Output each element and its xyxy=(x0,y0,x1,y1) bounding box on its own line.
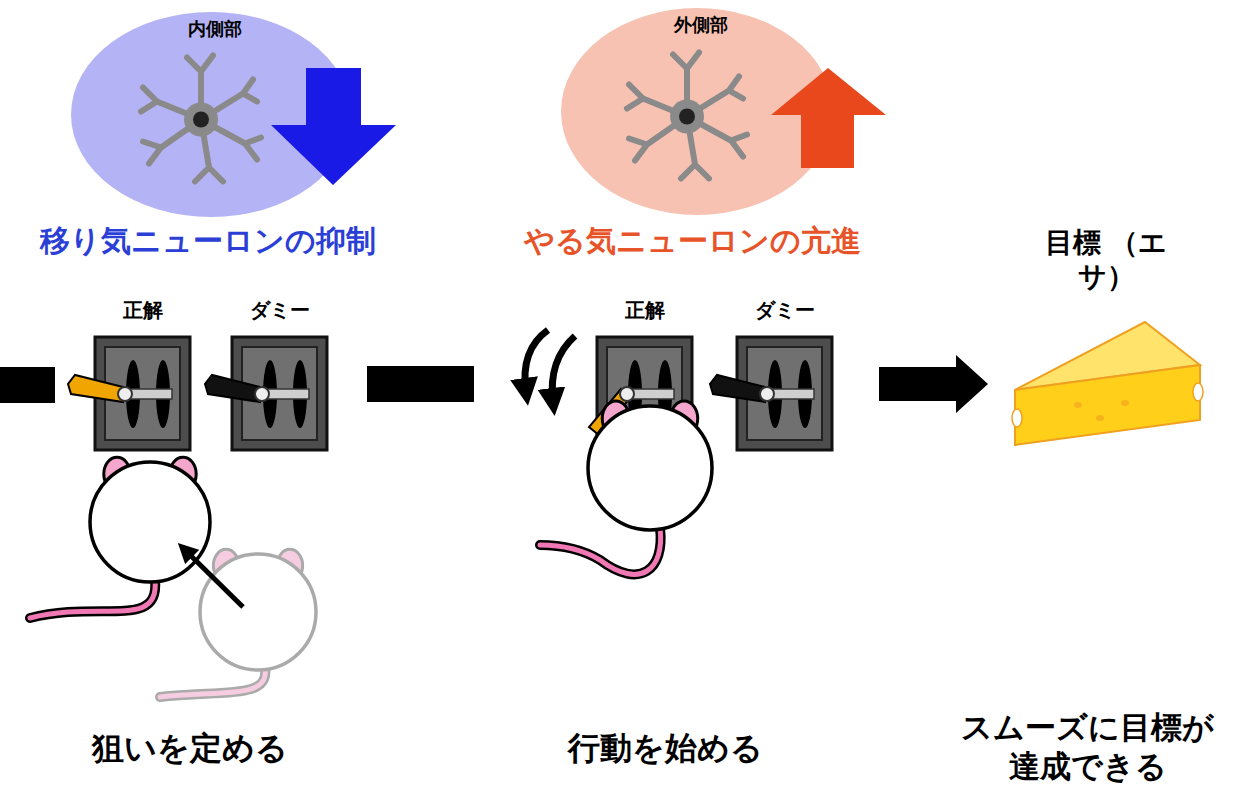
rat xyxy=(30,457,210,618)
decrease-arrow xyxy=(271,68,396,185)
pivot xyxy=(118,387,132,401)
lever-box xyxy=(205,337,327,450)
caption-label: スムーズに目標が達成できる xyxy=(950,708,1225,786)
neuron xyxy=(627,53,747,179)
node-text: 外側部 xyxy=(561,8,841,36)
move-arrow xyxy=(185,550,243,607)
tail-outline xyxy=(30,580,155,618)
node-text: 正解 xyxy=(593,298,696,322)
region-outline xyxy=(71,12,351,217)
soma xyxy=(670,100,704,134)
pivot xyxy=(620,387,634,401)
input-bar xyxy=(0,367,55,403)
lever-boxes xyxy=(68,337,832,450)
cheese xyxy=(1012,322,1203,445)
lever-arm xyxy=(710,375,765,402)
pivot xyxy=(255,387,269,401)
rat-body xyxy=(588,406,712,530)
node-text: 正解 xyxy=(91,298,194,322)
lever-box: 正解 xyxy=(593,298,696,450)
rats xyxy=(30,401,712,697)
caption-label: 移り気ニューロンの抑制 xyxy=(10,222,405,260)
lever-arm xyxy=(205,375,260,402)
lever-box: 正解 xyxy=(91,298,194,450)
nucleus xyxy=(193,112,209,128)
connector-shape xyxy=(879,355,988,413)
lever-box xyxy=(710,337,832,450)
lever-arm xyxy=(68,375,123,402)
tail-outline xyxy=(160,668,265,697)
neuron xyxy=(141,56,261,182)
flow-arrow xyxy=(879,355,988,413)
pivot xyxy=(760,387,774,401)
lever-box: ダミー xyxy=(733,298,836,450)
tail xyxy=(30,580,155,618)
connector-shape xyxy=(367,366,474,402)
goal-node: 目標 （エサ） xyxy=(1000,226,1212,450)
rat-body xyxy=(200,554,316,670)
nucleus xyxy=(679,109,695,125)
tail xyxy=(160,668,265,697)
region-ellipse: 内側部 xyxy=(71,12,359,217)
node-text: ダミー xyxy=(228,298,331,322)
node-text: 内側部 xyxy=(71,12,359,40)
lever-box xyxy=(68,337,190,450)
node-text: 目標 （エサ） xyxy=(1041,226,1171,293)
caption-label: やる気ニューロンの亢進 xyxy=(495,222,890,260)
region-ellipse: 外側部 xyxy=(561,8,841,215)
increase-arrow xyxy=(771,68,886,168)
flow-arrow xyxy=(367,366,474,402)
region-outline xyxy=(561,8,833,215)
soma xyxy=(184,103,218,137)
node-text: ダミー xyxy=(733,298,836,322)
caption-label: 行動を始める xyxy=(515,728,815,768)
caption-label: 狙いを定める xyxy=(40,728,340,768)
lever-box: ダミー xyxy=(228,298,331,450)
rat-body xyxy=(90,462,210,582)
rat xyxy=(540,401,712,574)
push-arrows xyxy=(525,330,575,402)
tail xyxy=(540,528,661,574)
tail-outline xyxy=(540,528,661,574)
